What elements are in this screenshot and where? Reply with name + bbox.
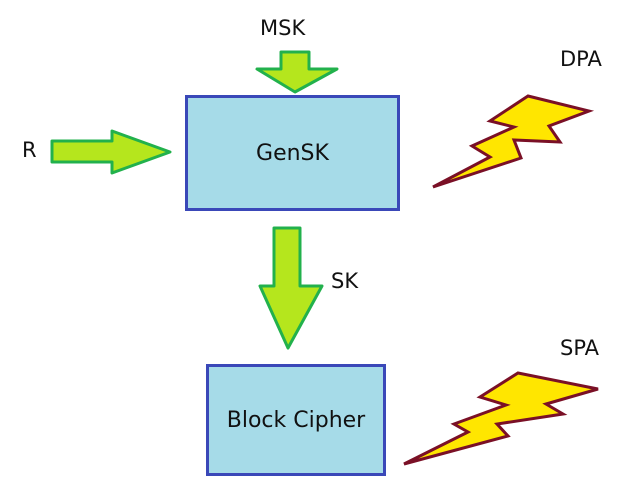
r-label: R: [22, 138, 37, 162]
block-cipher-block: Block Cipher: [206, 364, 386, 476]
gensk-block: GenSK: [185, 95, 400, 211]
spa-label: SPA: [560, 336, 600, 360]
r-arrow: [50, 129, 172, 175]
sk-label: SK: [331, 269, 359, 293]
gensk-label: GenSK: [256, 140, 329, 166]
msk-label: MSK: [260, 16, 306, 40]
msk-arrow: [255, 50, 339, 94]
dpa-lightning-bolt-icon: [432, 94, 595, 189]
dpa-label: DPA: [560, 47, 602, 71]
sk-arrow: [258, 226, 324, 350]
spa-lightning-bolt-icon: [403, 371, 599, 466]
block-cipher-label: Block Cipher: [226, 407, 366, 433]
